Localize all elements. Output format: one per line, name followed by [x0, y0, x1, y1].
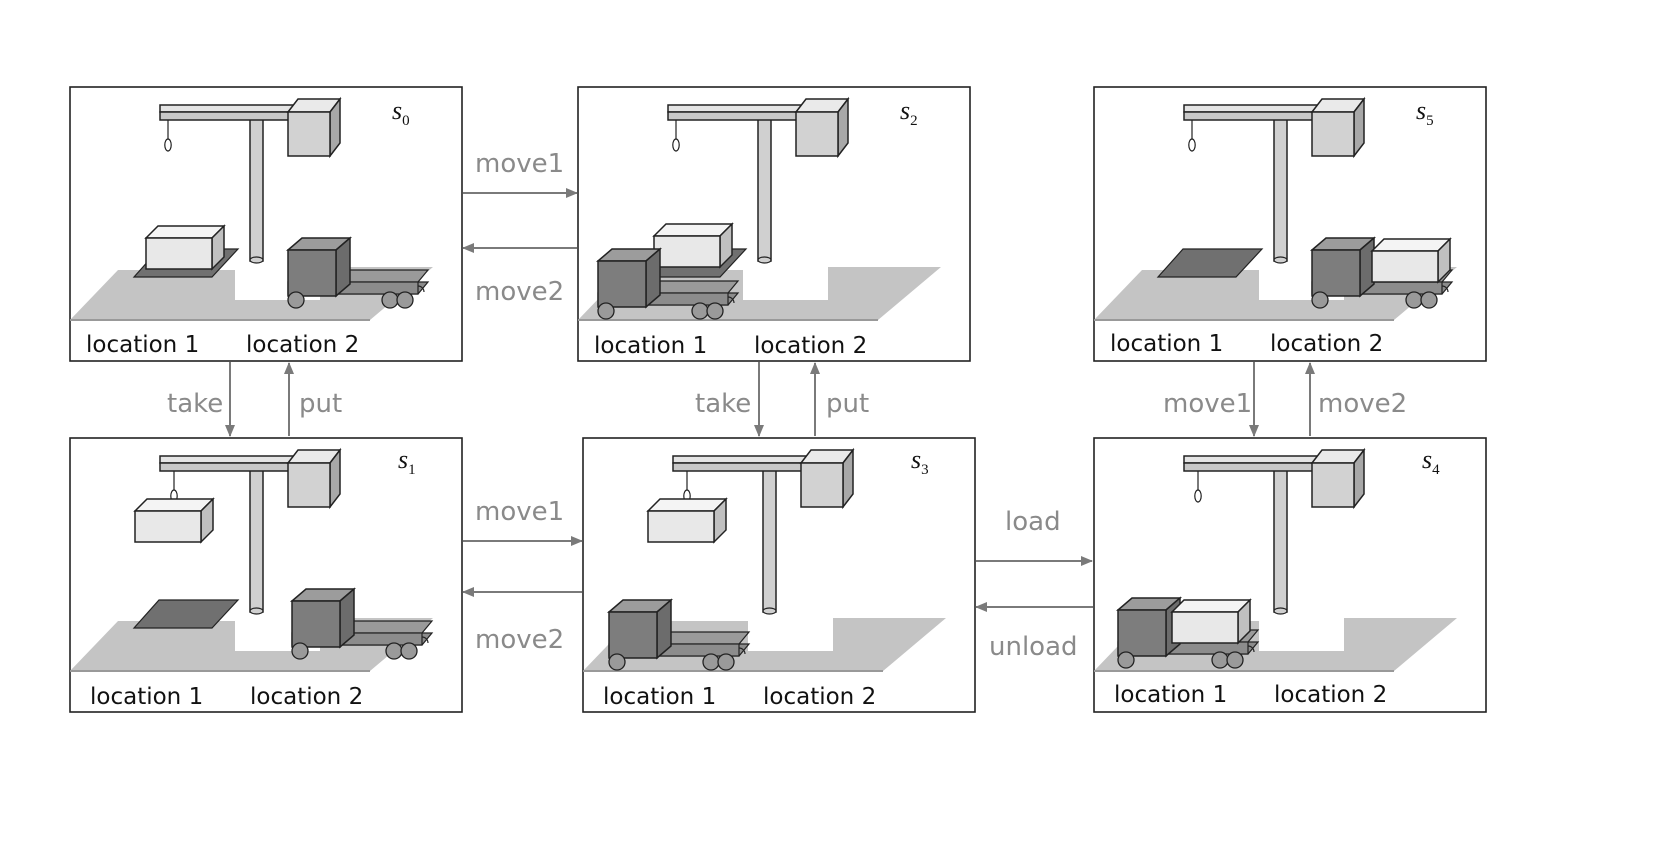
location-2-label: location 2 [250, 684, 363, 710]
state-s0: s0 location 1 location 2 [69, 86, 463, 362]
location-1-label: location 1 [86, 332, 199, 358]
location-2-label: location 2 [763, 684, 876, 710]
state-label-s2: s2 [900, 96, 918, 129]
state-label-s1: s1 [398, 445, 416, 478]
state-label-s5: s5 [1416, 96, 1434, 129]
location-2-label: location 2 [246, 332, 359, 358]
action-label-s2-s3: take [695, 389, 751, 419]
state-s5: s5 location 1 location 2 [1093, 86, 1487, 362]
state-s4: s4 location 1 location 2 [1093, 437, 1487, 713]
action-label-s1-s0: put [299, 389, 342, 419]
state-s1: s1 location 1 location 2 [69, 437, 463, 713]
location-1-label: location 1 [1110, 331, 1223, 357]
action-label-s5-s4: move1 [1163, 389, 1252, 419]
action-label-s1-s3: move1 [475, 497, 564, 527]
state-label-s0: s0 [392, 96, 410, 129]
location-2-label: location 2 [1270, 331, 1383, 357]
action-label-s4-s3: unload [989, 632, 1078, 662]
action-label-s2-s0: move2 [475, 277, 564, 307]
location-1-label: location 1 [603, 684, 716, 710]
location-1-label: location 1 [594, 333, 707, 359]
action-label-s3-s2: put [826, 389, 869, 419]
state-label-s4: s4 [1422, 445, 1440, 478]
location-1-label: location 1 [1114, 682, 1227, 708]
action-label-s0-s2: move1 [475, 149, 564, 179]
state-s3: s3 location 1 location 2 [582, 437, 976, 713]
action-label-s0-s1: take [167, 389, 223, 419]
state-label-s3: s3 [911, 445, 929, 478]
location-2-label: location 2 [1274, 682, 1387, 708]
action-label-s4-s5: move2 [1318, 389, 1407, 419]
action-label-s3-s4: load [1005, 507, 1061, 537]
location-1-label: location 1 [90, 684, 203, 710]
state-s2: s2 location 1 location 2 [577, 86, 971, 362]
location-2-label: location 2 [754, 333, 867, 359]
action-label-s3-s1: move2 [475, 625, 564, 655]
